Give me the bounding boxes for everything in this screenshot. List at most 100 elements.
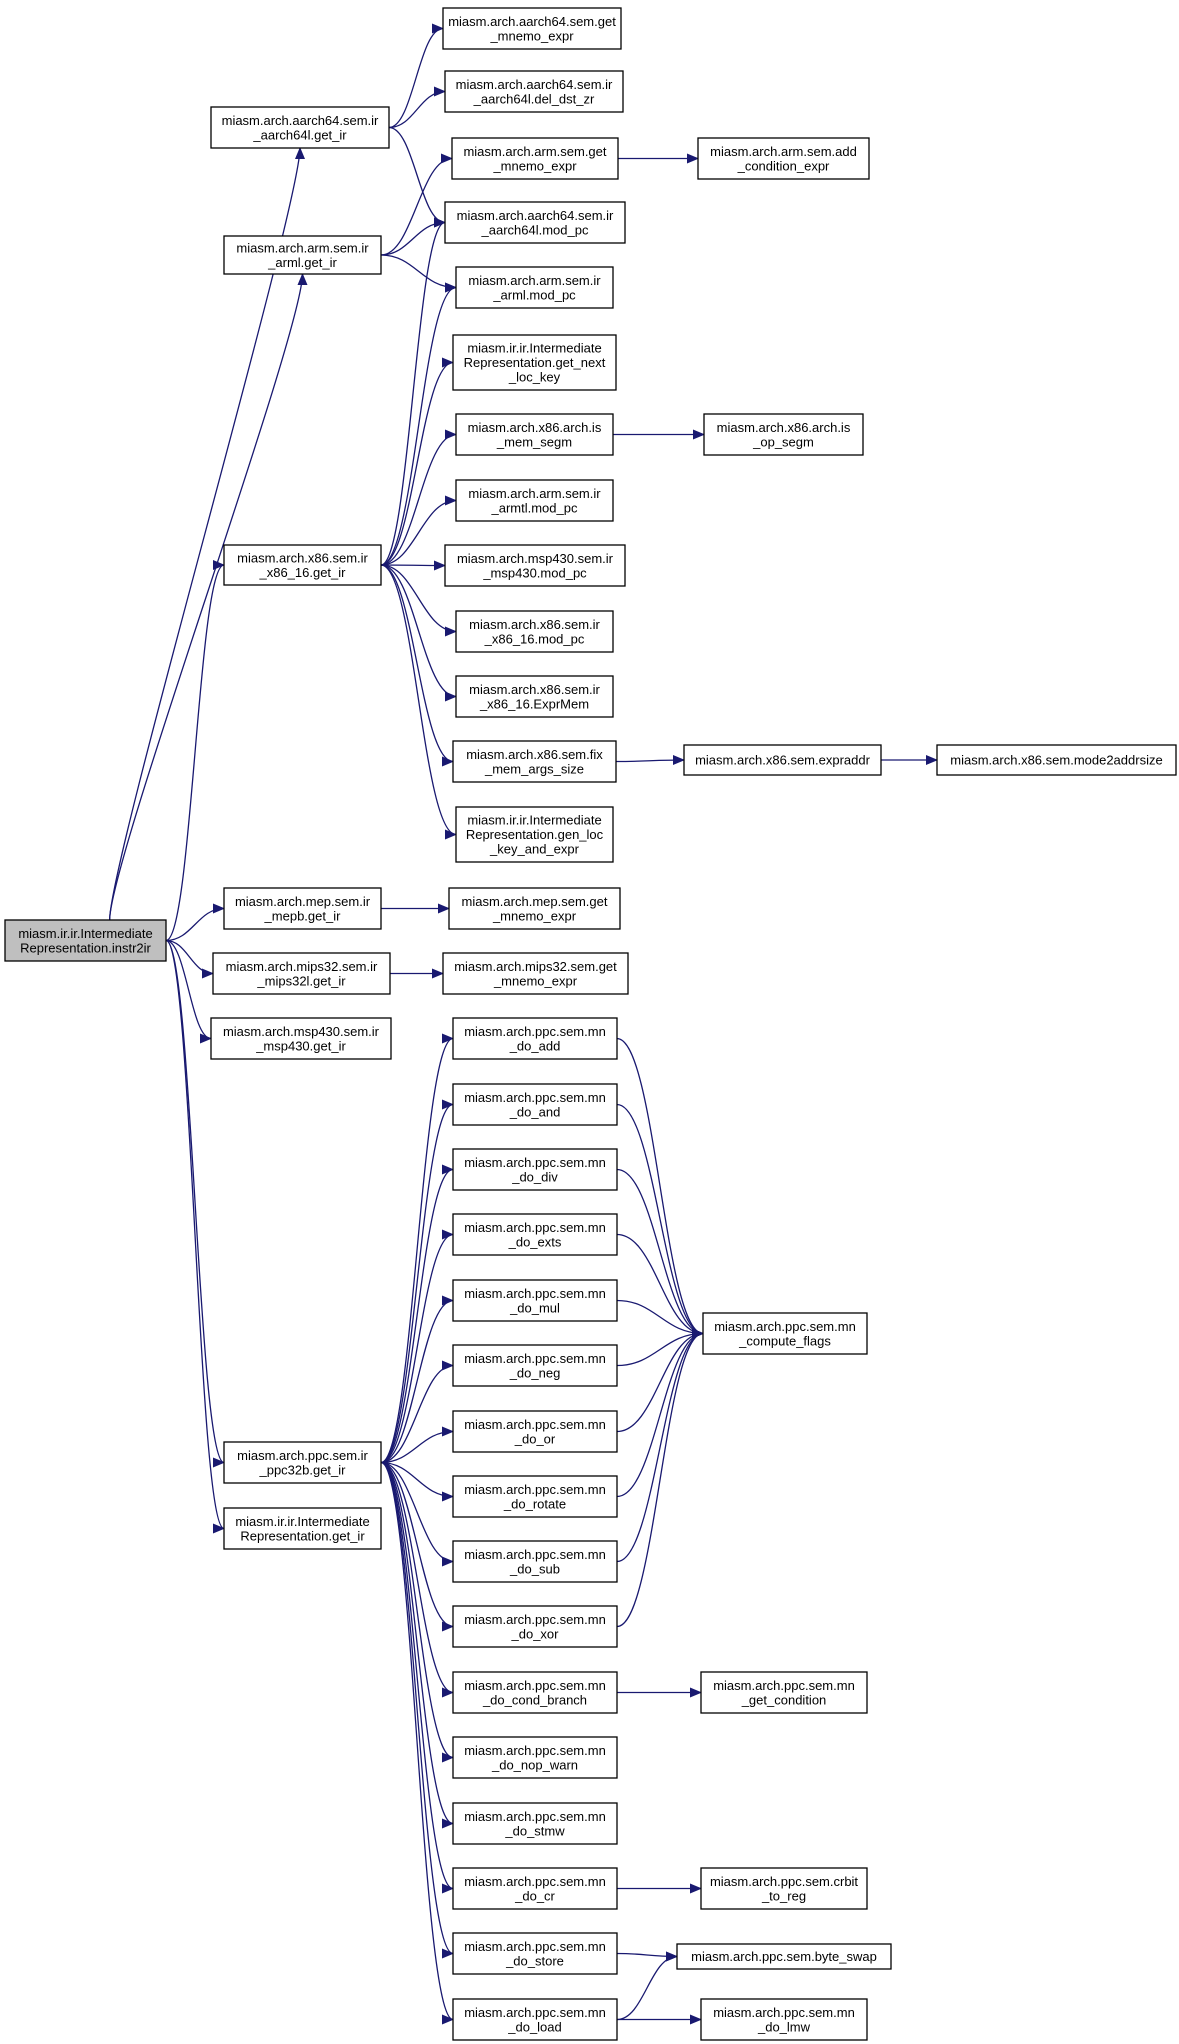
node-ppc-or[interactable]: miasm.arch.ppc.sem.mn_do_or (452, 1410, 618, 1453)
node-x86-mode2addr[interactable]: miasm.arch.x86.sem.mode2addrsize (936, 744, 1177, 776)
edge-ppc-get-ir-to-ppc-stmw (380, 1461, 454, 1829)
node-label: miasm.arch.ppc.sem.mn (464, 1874, 606, 1889)
node-label: miasm.arch.aarch64.sem.ir (456, 77, 613, 92)
node-box (455, 806, 614, 863)
node-label: miasm.arch.ppc.sem.crbit (710, 1874, 858, 1889)
edge-ppc-get-ir-to-ppc-cr (380, 1461, 454, 1894)
edge-ppc-and-to-ppc-compute-flags (616, 1103, 704, 1339)
node-label: _do_xor (511, 1626, 560, 1641)
node-a64-get-mnemo[interactable]: miasm.arch.aarch64.sem.get_mnemo_expr (442, 7, 622, 50)
node-box (697, 137, 870, 180)
node-ppc-exts[interactable]: miasm.arch.ppc.sem.mn_do_exts (452, 1213, 618, 1256)
node-ppc-store[interactable]: miasm.arch.ppc.sem.mn_do_store (452, 1932, 618, 1975)
node-ir-next-loc[interactable]: miasm.ir.ir.IntermediateRepresentation.g… (452, 334, 617, 391)
node-ppc-crbit[interactable]: miasm.arch.ppc.sem.crbit_to_reg (700, 1867, 868, 1910)
node-label: miasm.arch.ppc.sem.mn (464, 1743, 606, 1758)
node-x86-exprmem[interactable]: miasm.arch.x86.sem.ir_x86_16.ExprMem (455, 675, 614, 718)
node-box (210, 1017, 392, 1060)
node-box (452, 1213, 618, 1256)
node-ppc-neg[interactable]: miasm.arch.ppc.sem.mn_do_neg (452, 1344, 618, 1387)
node-ppc-compute-flags[interactable]: miasm.arch.ppc.sem.mn_compute_flags (702, 1312, 868, 1355)
node-box (448, 887, 621, 930)
node-ppc-cr[interactable]: miasm.arch.ppc.sem.mn_do_cr (452, 1867, 618, 1910)
node-label: Representation.gen_loc (466, 827, 604, 842)
node-label: _arml.mod_pc (492, 287, 576, 302)
node-ppc-add[interactable]: miasm.arch.ppc.sem.mn_do_add (452, 1017, 618, 1060)
edge-ppc-get-ir-to-ppc-or (380, 1426, 454, 1464)
node-armt-mod-pc[interactable]: miasm.arch.arm.sem.ir_armtl.mod_pc (455, 479, 614, 522)
edge-x86-get-ir-to-x86-mod-pc (380, 564, 457, 637)
node-ppc-get-condition[interactable]: miasm.arch.ppc.sem.mn_get_condition (700, 1671, 868, 1714)
node-x86-get-ir[interactable]: miasm.arch.x86.sem.ir_x86_16.get_ir (223, 544, 382, 586)
node-mep-get-ir[interactable]: miasm.arch.mep.sem.ir_mepb.get_ir (223, 887, 382, 930)
node-label: miasm.ir.ir.Intermediate (467, 813, 601, 828)
node-mips-get-ir[interactable]: miasm.arch.mips32.sem.ir_mips32l.get_ir (212, 952, 391, 995)
edge-x86-get-ir-to-ir-gen-loc (380, 564, 457, 840)
node-a64-del-dst-zr[interactable]: miasm.arch.aarch64.sem.ir_aarch64l.del_d… (444, 70, 624, 113)
edge-ppc-get-ir-to-ppc-exts (380, 1229, 454, 1464)
node-label: miasm.arch.aarch64.sem.get (448, 14, 616, 29)
node-ppc-sub[interactable]: miasm.arch.ppc.sem.mn_do_sub (452, 1540, 618, 1583)
node-box (455, 266, 614, 309)
node-ir-gen-loc[interactable]: miasm.ir.ir.IntermediateRepresentation.g… (455, 806, 614, 863)
node-box (442, 952, 629, 995)
node-ppc-load[interactable]: miasm.arch.ppc.sem.mn_do_load (452, 1998, 618, 2041)
edge-root-to-mips-get-ir (165, 939, 214, 979)
node-ppc-cond-branch[interactable]: miasm.arch.ppc.sem.mn_do_cond_branch (452, 1671, 618, 1714)
node-label: _do_load (507, 2019, 562, 2034)
node-arm-get-mnemo[interactable]: miasm.arch.arm.sem.get_mnemo_expr (451, 137, 619, 180)
node-label: miasm.arch.ppc.sem.mn (464, 1809, 606, 1824)
node-arm-get-ir[interactable]: miasm.arch.arm.sem.ir_arml.get_ir (223, 235, 382, 275)
node-msp-get-ir[interactable]: miasm.arch.msp430.sem.ir_msp430.get_ir (210, 1017, 392, 1060)
node-mips-get-mnemo[interactable]: miasm.arch.mips32.sem.get_mnemo_expr (442, 952, 629, 995)
node-box (452, 1344, 618, 1387)
edge-x86-fix-mem-to-x86-expraddr (615, 755, 685, 766)
node-label: _armtl.mod_pc (491, 500, 578, 515)
node-ppc-stmw[interactable]: miasm.arch.ppc.sem.mn_do_stmw (452, 1802, 618, 1845)
node-ir-get-ir[interactable]: miasm.ir.ir.IntermediateRepresentation.g… (223, 1507, 382, 1550)
node-ppc-xor[interactable]: miasm.arch.ppc.sem.mn_do_xor (452, 1605, 618, 1648)
node-ppc-div[interactable]: miasm.arch.ppc.sem.mn_do_div (452, 1148, 618, 1191)
node-x86-is-mem-segm[interactable]: miasm.arch.x86.arch.is_mem_segm (455, 413, 614, 456)
node-label: Representation.get_ir (240, 1528, 365, 1543)
edge-ppc-xor-to-ppc-compute-flags (616, 1328, 704, 1628)
node-box (452, 1410, 618, 1453)
edge-ppc-get-ir-to-ppc-sub (380, 1461, 454, 1567)
node-label: Representation.instr2ir (20, 940, 151, 955)
edge-ppc-mul-to-ppc-compute-flags (616, 1299, 704, 1339)
edge-ppc-add-to-ppc-compute-flags (616, 1037, 704, 1339)
node-root[interactable]: miasm.ir.ir.IntermediateRepresentation.i… (4, 919, 167, 962)
node-ppc-nop-warn[interactable]: miasm.arch.ppc.sem.mn_do_nop_warn (452, 1736, 618, 1779)
node-label: _aarch64l.get_ir (252, 127, 347, 142)
node-x86-fix-mem[interactable]: miasm.arch.x86.sem.fix_mem_args_size (452, 740, 617, 783)
node-x86-expraddr[interactable]: miasm.arch.x86.sem.expraddr (683, 744, 882, 776)
node-a64-get-ir[interactable]: miasm.arch.aarch64.sem.ir_aarch64l.get_i… (210, 106, 390, 149)
node-x86-mod-pc[interactable]: miasm.arch.x86.sem.ir_x86_16.mod_pc (455, 610, 614, 653)
edge-ppc-get-ir-to-ppc-load (380, 1461, 454, 2025)
edge-x86-get-ir-to-x86-exprmem (380, 564, 457, 702)
node-arm-mod-pc[interactable]: miasm.arch.arm.sem.ir_arml.mod_pc (455, 266, 614, 309)
node-msp-mod-pc[interactable]: miasm.arch.msp430.sem.ir_msp430.mod_pc (444, 544, 626, 587)
node-label: _op_segm (752, 434, 814, 449)
node-arm-add-cond[interactable]: miasm.arch.arm.sem.add_condition_expr (697, 137, 870, 180)
node-box (702, 1312, 868, 1355)
node-x86-is-op-segm[interactable]: miasm.arch.x86.arch.is_op_segm (703, 413, 864, 456)
edge-ppc-get-ir-to-ppc-div (380, 1164, 454, 1464)
node-label: Representation.get_next (464, 355, 606, 370)
node-a64-mod-pc[interactable]: miasm.arch.aarch64.sem.ir_aarch64l.mod_p… (444, 201, 626, 244)
node-ppc-rotate[interactable]: miasm.arch.ppc.sem.mn_do_rotate (452, 1475, 618, 1518)
node-label: _ppc32b.get_ir (258, 1462, 346, 1477)
node-ppc-byte-swap[interactable]: miasm.arch.ppc.sem.byte_swap (676, 1943, 892, 1970)
edge-ppc-sub-to-ppc-compute-flags (616, 1328, 704, 1563)
node-mep-get-mnemo[interactable]: miasm.arch.mep.sem.get_mnemo_expr (448, 887, 621, 930)
node-ppc-and[interactable]: miasm.arch.ppc.sem.mn_do_and (452, 1083, 618, 1126)
node-ppc-get-ir[interactable]: miasm.arch.ppc.sem.ir_ppc32b.get_ir (223, 1441, 382, 1484)
edge-root-to-msp-get-ir (165, 939, 212, 1044)
node-ppc-mul[interactable]: miasm.arch.ppc.sem.mn_do_mul (452, 1279, 618, 1322)
node-box (223, 1507, 382, 1550)
node-ppc-lmw[interactable]: miasm.arch.ppc.sem.mn_do_lmw (700, 1998, 868, 2041)
node-label: _do_rotate (503, 1496, 566, 1511)
node-box (676, 1943, 892, 1970)
edge-root-to-mep-get-ir (165, 903, 225, 942)
node-label: miasm.arch.mep.sem.ir (235, 894, 371, 909)
